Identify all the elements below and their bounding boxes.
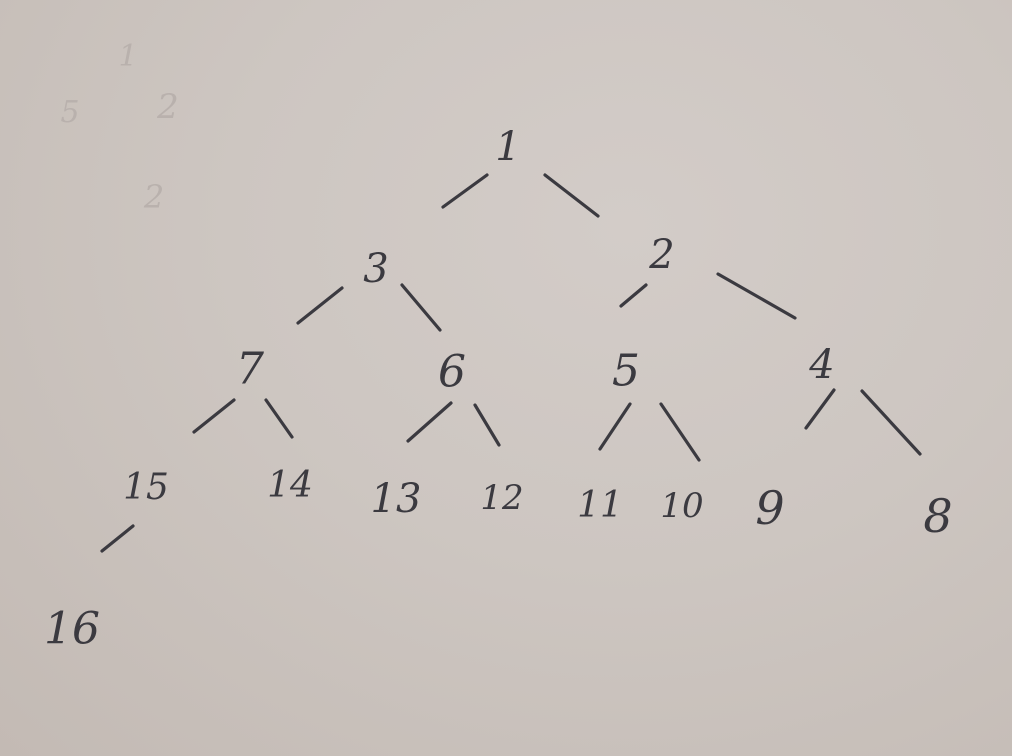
faint-mark: 5 bbox=[60, 95, 79, 130]
edge-1-3 bbox=[441, 173, 489, 209]
node-16: 16 bbox=[44, 604, 100, 655]
node-8: 8 bbox=[923, 489, 952, 543]
edge-4-8 bbox=[860, 389, 922, 456]
node-1: 1 bbox=[495, 124, 520, 170]
node-10: 10 bbox=[660, 486, 703, 526]
tree-edges bbox=[100, 173, 922, 553]
edge-2-5 bbox=[619, 283, 648, 308]
node-13: 13 bbox=[371, 476, 422, 522]
edge-5-11 bbox=[598, 402, 632, 451]
edge-6-13 bbox=[406, 401, 453, 443]
edge-5-10 bbox=[659, 402, 701, 462]
edge-7-14 bbox=[264, 398, 294, 439]
node-2: 2 bbox=[648, 232, 674, 278]
node-5: 5 bbox=[612, 346, 640, 397]
node-12: 12 bbox=[480, 478, 523, 518]
node-3: 3 bbox=[363, 246, 388, 292]
edge-2-4 bbox=[716, 272, 797, 320]
node-14: 14 bbox=[267, 465, 313, 506]
node-9: 9 bbox=[755, 481, 784, 535]
node-4: 4 bbox=[808, 342, 834, 388]
edge-1-2 bbox=[543, 173, 600, 218]
edge-15-16 bbox=[100, 524, 135, 553]
node-7: 7 bbox=[236, 344, 264, 395]
edge-3-6 bbox=[400, 283, 442, 332]
edge-7-15 bbox=[192, 398, 236, 434]
faint-mark: 2 bbox=[156, 87, 179, 127]
faint-mark: 1 bbox=[118, 39, 137, 74]
node-6: 6 bbox=[438, 347, 466, 398]
faint-mark: 2 bbox=[143, 178, 164, 216]
node-11: 11 bbox=[577, 485, 623, 526]
edge-3-7 bbox=[296, 286, 344, 325]
node-15: 15 bbox=[123, 467, 169, 508]
edge-6-12 bbox=[473, 403, 501, 447]
edge-4-9 bbox=[804, 388, 836, 430]
